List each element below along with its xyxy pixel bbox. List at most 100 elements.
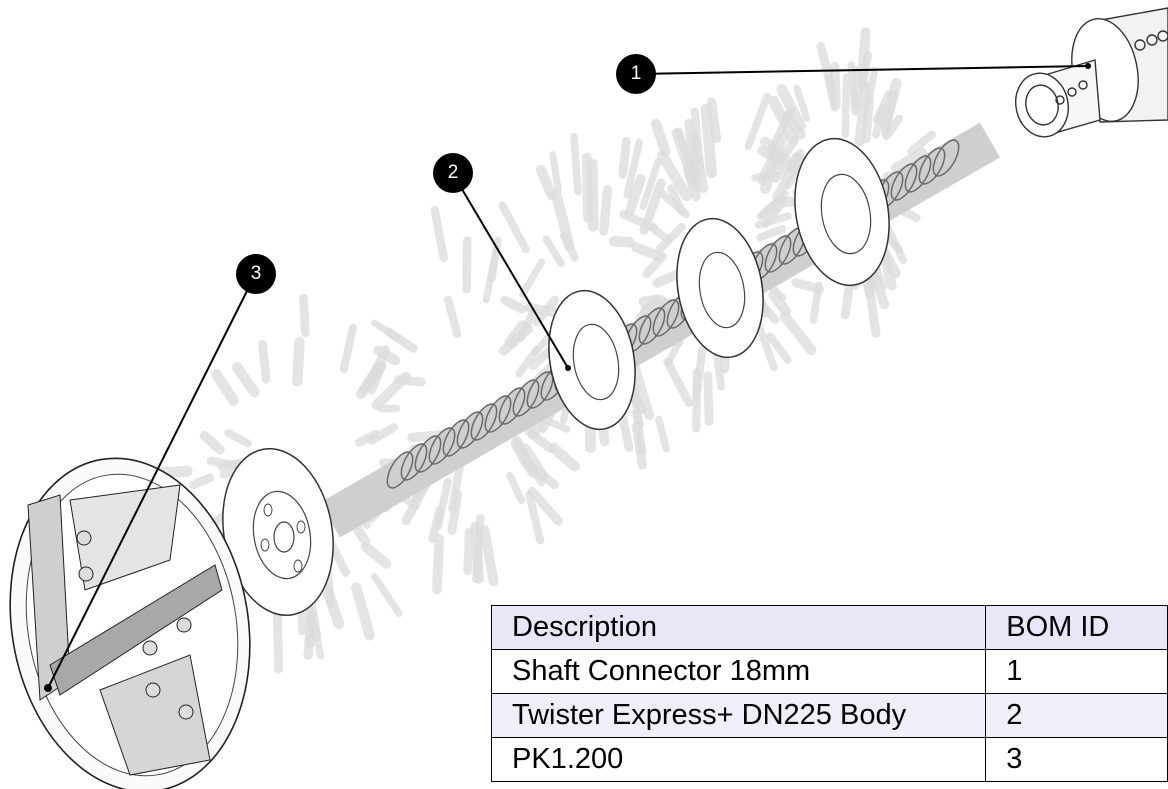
bristle <box>500 295 527 314</box>
bristle <box>384 327 418 353</box>
bristle <box>518 258 546 299</box>
bristle <box>861 93 874 144</box>
bom-row-id: 3 <box>985 737 1168 782</box>
bristle <box>430 205 448 263</box>
bristle <box>872 104 887 139</box>
bristle <box>551 188 575 251</box>
bristle <box>542 235 565 268</box>
bom-header-row: Description BOM ID <box>490 605 1168 650</box>
bristle <box>618 136 631 179</box>
bristle <box>751 170 779 182</box>
bristle <box>655 415 670 453</box>
bristle <box>619 210 658 232</box>
bristle <box>841 73 851 139</box>
bom-row: PK1.200 3 <box>490 737 1168 782</box>
bristle <box>393 375 426 387</box>
bristle <box>779 311 817 356</box>
bristle <box>767 95 799 145</box>
bristle <box>776 84 807 132</box>
bristle <box>351 582 375 641</box>
hub-disc-4 <box>794 137 890 287</box>
bristle <box>199 430 225 455</box>
bristle <box>598 185 613 236</box>
bom-row-id: 1 <box>985 649 1168 694</box>
bristle <box>258 339 271 384</box>
bristle <box>628 358 655 421</box>
bristle <box>891 147 928 173</box>
bristle <box>630 242 664 262</box>
bristle <box>309 619 325 660</box>
bristle <box>524 459 559 490</box>
bristle <box>432 534 445 595</box>
bristle <box>525 490 545 545</box>
bristle <box>663 357 694 408</box>
bristle <box>273 611 284 674</box>
bristle <box>448 461 465 514</box>
bristle <box>549 151 562 193</box>
callout-1: 1 <box>616 54 656 94</box>
bristle <box>881 89 899 138</box>
leader-line-2 <box>452 173 569 369</box>
bristle <box>303 610 316 660</box>
bristle <box>366 360 387 395</box>
hub-disc-2 <box>548 289 636 431</box>
bristle <box>617 411 634 452</box>
bristle <box>211 369 239 406</box>
bristle <box>759 136 800 173</box>
bristle <box>854 80 871 147</box>
bristle <box>631 421 647 470</box>
bristle <box>586 158 599 232</box>
bristle <box>639 157 662 210</box>
bristle <box>766 332 792 364</box>
bristle <box>570 132 582 196</box>
bristle <box>231 362 260 398</box>
bom-table: Description BOM ID Shaft Connector 18mm … <box>490 605 1168 782</box>
bristle <box>816 41 837 93</box>
bristle <box>407 429 447 443</box>
bristle <box>667 184 687 216</box>
bristle <box>462 236 472 294</box>
bristle <box>470 521 485 584</box>
bristle <box>482 245 501 304</box>
bom-header-id: BOM ID <box>985 605 1168 650</box>
bristle <box>428 505 444 544</box>
bristle <box>754 320 778 372</box>
bristle <box>684 118 701 185</box>
bristle <box>768 289 792 317</box>
leader-lines <box>47 65 1089 689</box>
bristle <box>498 323 534 356</box>
leader-line-3 <box>47 272 257 689</box>
pk-front-plate <box>9 457 251 789</box>
bristle <box>188 473 215 490</box>
bristle <box>744 92 771 150</box>
bristle <box>370 573 403 618</box>
bristle <box>360 541 392 569</box>
spring-coil <box>932 139 960 177</box>
bristle <box>809 281 823 324</box>
bristle <box>703 371 714 426</box>
bristle <box>498 201 530 254</box>
bristle <box>664 337 683 367</box>
bristle <box>624 174 646 218</box>
bristle <box>548 442 580 472</box>
bristle <box>609 235 636 248</box>
callout-3: 3 <box>236 254 276 294</box>
bristle <box>651 118 671 157</box>
bristle <box>700 103 717 179</box>
bristle <box>656 150 693 202</box>
leader-line-1 <box>635 65 1089 75</box>
callout-2: 2 <box>433 153 473 193</box>
bristle <box>756 224 787 242</box>
bristle <box>706 97 722 144</box>
bristle <box>781 111 806 140</box>
shaft-connector <box>1015 7 1168 138</box>
bristle <box>907 130 936 156</box>
bristle <box>759 196 787 220</box>
bristle <box>292 336 305 387</box>
bom-row-description: Twister Express+ DN225 Body <box>490 693 987 738</box>
bristle <box>443 295 462 339</box>
hub-disc-3 <box>676 217 764 359</box>
bristle <box>299 293 310 338</box>
bom-row-description: PK1.200 <box>490 737 987 782</box>
